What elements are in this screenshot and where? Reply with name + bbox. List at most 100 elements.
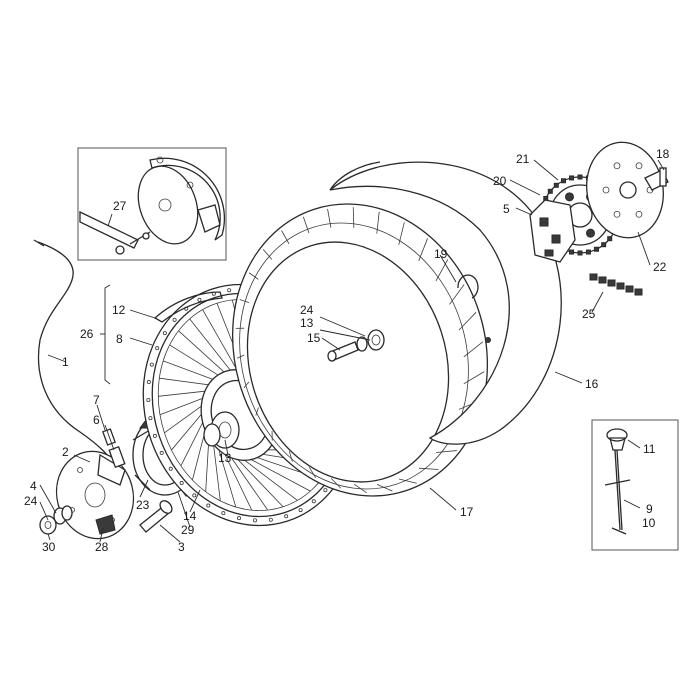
brake-pivot-pin xyxy=(139,500,173,533)
spoke xyxy=(159,377,211,386)
spoke xyxy=(178,330,226,374)
circlip xyxy=(457,274,479,299)
tread-block xyxy=(243,381,250,388)
callout-9: 9 xyxy=(646,502,653,516)
rim-hole xyxy=(252,518,257,523)
brake-cable xyxy=(33,239,119,471)
tread-block xyxy=(288,451,293,462)
bearing-and-spacer xyxy=(327,329,385,362)
brake-plate xyxy=(55,450,135,540)
spoke xyxy=(228,454,269,511)
tread-block xyxy=(353,483,367,494)
sprocket-tooth xyxy=(585,249,591,255)
rim-hole xyxy=(168,466,173,471)
sprocket-flange xyxy=(586,141,664,239)
callout-29: 29 xyxy=(181,523,195,537)
inset-detail-valve xyxy=(591,419,679,551)
leader-lines xyxy=(39,159,665,543)
tread-block xyxy=(255,407,259,416)
callout-14: 14 xyxy=(183,509,197,523)
tread-block xyxy=(435,259,449,282)
callout-7: 7 xyxy=(93,393,100,407)
callout-19: 19 xyxy=(434,247,448,261)
nut xyxy=(589,273,598,281)
rim-hole xyxy=(298,508,303,513)
callout-3: 3 xyxy=(178,540,185,554)
callout-24-right: 24 xyxy=(300,303,314,317)
inset-detail-brake-rod xyxy=(77,147,227,261)
callout-13-hub: 13 xyxy=(218,451,232,465)
tread-block xyxy=(418,238,428,261)
rim-hole xyxy=(172,317,177,322)
sprocket-tooth xyxy=(569,249,575,255)
callout-27: 27 xyxy=(113,199,127,213)
callout-22: 22 xyxy=(653,260,667,274)
callout-11: 11 xyxy=(643,442,656,456)
sprocket-hole xyxy=(586,228,595,238)
rim-hole xyxy=(206,503,211,508)
spoke xyxy=(248,457,311,492)
spoke xyxy=(202,309,239,372)
sprocket-tooth xyxy=(601,242,607,248)
callout-20: 20 xyxy=(493,174,507,188)
rim-strip xyxy=(153,291,223,323)
sprocket-hole xyxy=(565,192,574,202)
nut xyxy=(598,276,607,284)
callout-1: 1 xyxy=(62,355,69,369)
tread-block xyxy=(239,299,250,304)
spoke xyxy=(222,450,253,511)
flange-hole xyxy=(613,210,621,218)
sprocket-nuts xyxy=(589,273,643,296)
callout-28: 28 xyxy=(95,540,109,554)
sprocket-tooth xyxy=(553,182,559,188)
callout-18: 18 xyxy=(656,147,670,161)
spoke xyxy=(189,318,233,373)
sprocket-tooth xyxy=(577,174,583,180)
rim-hole xyxy=(227,288,232,293)
sprocket-tooth xyxy=(569,175,575,181)
tread-block xyxy=(237,354,245,359)
rim-hole xyxy=(323,488,328,493)
tread-block xyxy=(352,207,355,228)
tread-block xyxy=(418,467,439,470)
rim-hole xyxy=(155,346,160,351)
rim-hole xyxy=(152,433,157,438)
spoke xyxy=(217,446,237,508)
rim-hole xyxy=(146,398,151,403)
tread-block xyxy=(463,341,484,358)
rim-hole xyxy=(192,493,197,498)
callout-13-bearing: 13 xyxy=(300,316,314,330)
sprocket-tooth xyxy=(607,236,613,242)
spoke xyxy=(171,411,204,451)
rim-hole xyxy=(146,380,151,385)
callout-10: 10 xyxy=(642,516,656,530)
rim-hole xyxy=(197,297,202,302)
tread-block xyxy=(327,208,332,228)
nut xyxy=(607,279,616,287)
callout-2: 2 xyxy=(62,445,69,459)
tread-block xyxy=(449,284,465,305)
callout-4: 4 xyxy=(30,479,37,493)
spoke xyxy=(159,397,205,416)
rim-hole xyxy=(162,331,167,336)
spoke xyxy=(163,360,216,381)
flange-hole xyxy=(635,210,643,218)
nut xyxy=(625,285,634,293)
spoke xyxy=(180,419,205,467)
spoke xyxy=(169,344,221,377)
flange-hole xyxy=(635,162,643,170)
sprocket-tooth xyxy=(561,178,567,184)
spoke xyxy=(164,404,204,434)
callout-16: 16 xyxy=(585,377,599,391)
inner-tube xyxy=(329,161,562,445)
callout-26: 26 xyxy=(80,327,94,341)
rim-hole xyxy=(159,450,164,455)
callout-24-left: 24 xyxy=(24,494,38,508)
tread-block xyxy=(398,478,417,484)
rim-hole xyxy=(311,499,316,504)
rim-hole xyxy=(268,517,273,522)
rim-hole xyxy=(149,362,154,367)
callout-15: 15 xyxy=(307,331,321,345)
tread-block xyxy=(376,484,393,492)
